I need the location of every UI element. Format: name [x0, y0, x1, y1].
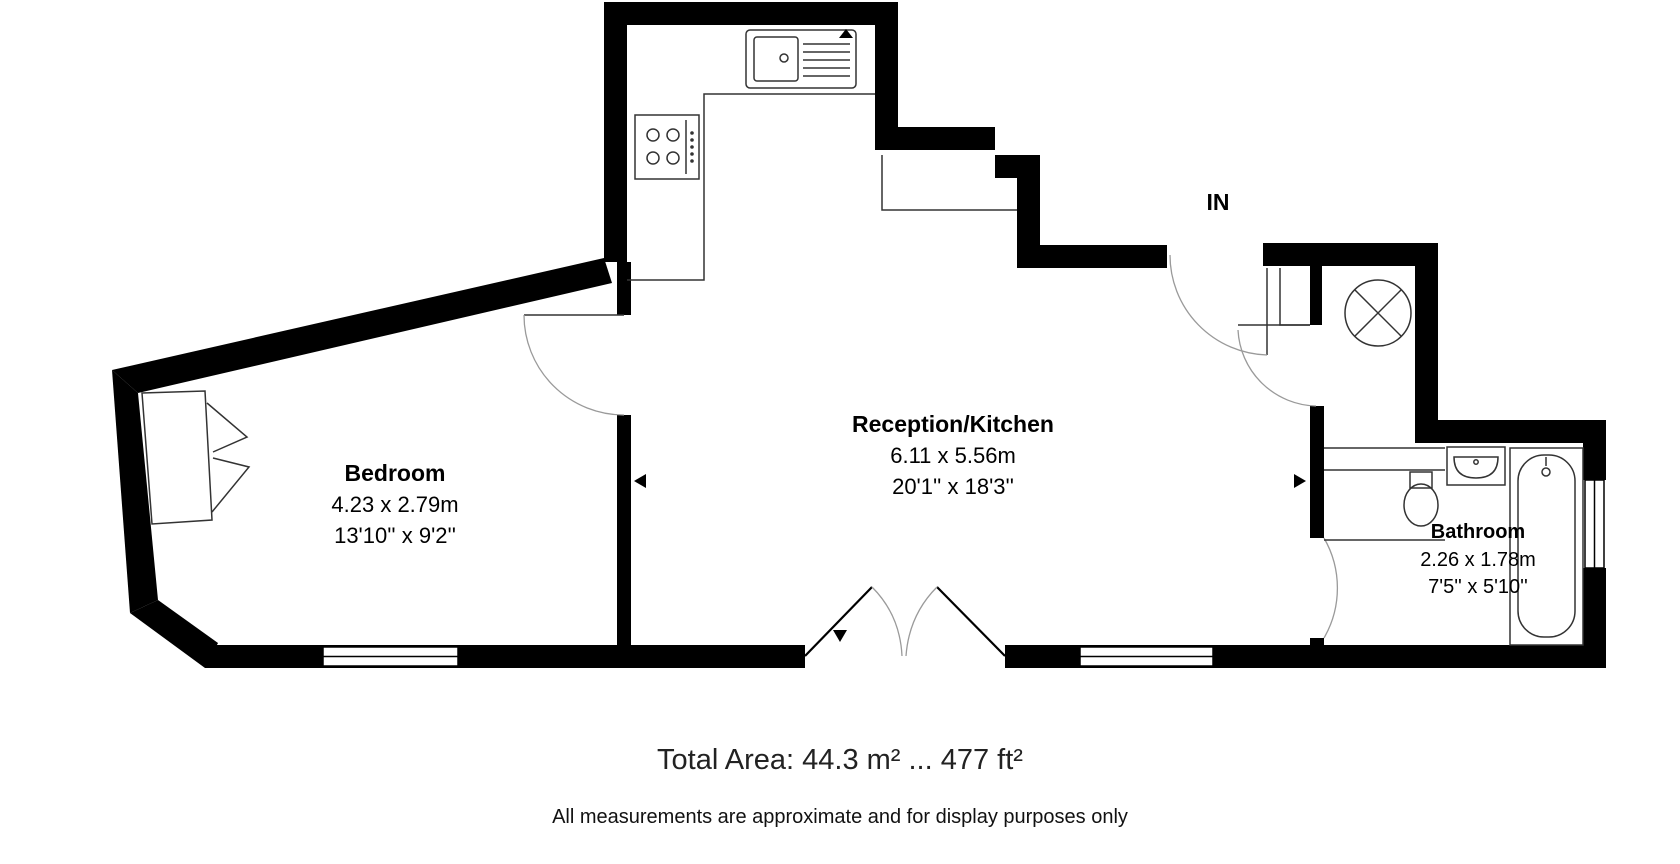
kitchen-east-wall [875, 2, 898, 150]
bedroom-door-swing [523, 314, 625, 416]
kitchen-west-wall [604, 2, 627, 262]
disclaimer: All measurements are approximate and for… [552, 806, 1128, 828]
french-door-right-leaf [936, 586, 1006, 657]
extractor-fan [1344, 279, 1412, 347]
south-wall-west [205, 645, 805, 668]
bedroom-west-wall [112, 370, 158, 613]
reception-imperial: 20'1'' x 18'3'' [892, 474, 1014, 499]
entrance-door-swing [1169, 254, 1268, 356]
hob-ring [666, 151, 680, 165]
arrow-right-icon [1294, 474, 1306, 488]
bathroom-east-wall-top [1583, 420, 1606, 480]
bedroom-east-wall-top [617, 262, 631, 315]
cupboard-north-wall [1263, 243, 1438, 266]
bedroom-label: Bedroom [345, 460, 446, 486]
cupboard-west-wall [1310, 243, 1322, 325]
bathroom-door-swing [1323, 537, 1338, 639]
bedroom-sw-wall [130, 600, 218, 668]
arrow-down-icon [833, 630, 847, 642]
floor-plan: Reception/Kitchen 6.11 x 5.56m 20'1'' x … [112, 2, 1606, 668]
wardrobe-body [141, 390, 213, 525]
reception-metric: 6.11 x 5.56m [890, 443, 1016, 468]
arrow-left-icon [634, 474, 646, 488]
cupboard-east-wall [1415, 243, 1438, 443]
hob [634, 114, 700, 180]
worktop-outline [627, 93, 875, 281]
windows [322, 479, 1605, 667]
entrance-label: IN [1207, 189, 1230, 215]
kitchen-fixtures [627, 29, 1017, 281]
bathroom-west-wall [1310, 440, 1324, 538]
total-area: Total Area: 44.3 m² ... 477 ft² [657, 744, 1023, 776]
wardrobe-door-left [206, 402, 249, 453]
fridge-outline [881, 155, 1017, 211]
cupboard-door-frame [1279, 268, 1310, 326]
bath-inner [1517, 454, 1576, 638]
step-wall-1 [875, 127, 995, 150]
basin-unit [1446, 446, 1506, 486]
walls [112, 2, 1606, 668]
sink-drain [779, 53, 789, 63]
step-wall-3 [1017, 155, 1040, 268]
kitchen-north-wall [604, 2, 898, 25]
bathroom-east-wall-bottom [1583, 568, 1606, 668]
french-door-right-swing [905, 586, 938, 657]
bathroom-imperial: 7'5'' x 5'10'' [1428, 576, 1528, 598]
hob-ring [666, 128, 680, 142]
bedroom-east-wall-bottom [617, 415, 631, 668]
sink-unit [745, 29, 857, 89]
drainer-lines [803, 43, 850, 77]
wardrobe [141, 390, 251, 525]
hob-ring [646, 151, 660, 165]
french-door-left-swing [871, 586, 903, 657]
bedroom-north-wall [112, 258, 612, 393]
bedroom-imperial: 13'10'' x 9'2'' [334, 523, 456, 548]
bathroom-label: Bathroom [1431, 521, 1525, 543]
bedroom-metric: 4.23 x 2.79m [331, 492, 458, 517]
french-door-left-leaf [804, 586, 873, 657]
bathroom-metric: 2.26 x 1.78m [1420, 549, 1536, 571]
basin-tap [1473, 459, 1479, 465]
wardrobe-door-right [211, 457, 251, 513]
basin-bowl [1453, 456, 1499, 479]
arrow-up-icon [839, 29, 853, 38]
hob-knobs [690, 131, 694, 163]
doors [523, 254, 1338, 657]
cupboard-door-swing [1237, 329, 1317, 407]
step-wall-4 [1017, 245, 1167, 268]
bath-partition-upper [1310, 406, 1324, 446]
reception-label: Reception/Kitchen [852, 411, 1054, 437]
bathroom-fixtures [1324, 279, 1584, 646]
bathroom-north-wall [1415, 420, 1606, 443]
bath-tap [1541, 467, 1551, 477]
toilet-bowl [1403, 483, 1439, 527]
sink-bowl [753, 36, 799, 82]
bath-tub [1509, 447, 1584, 646]
hob-ring [646, 128, 660, 142]
direction-arrows [634, 29, 1306, 642]
